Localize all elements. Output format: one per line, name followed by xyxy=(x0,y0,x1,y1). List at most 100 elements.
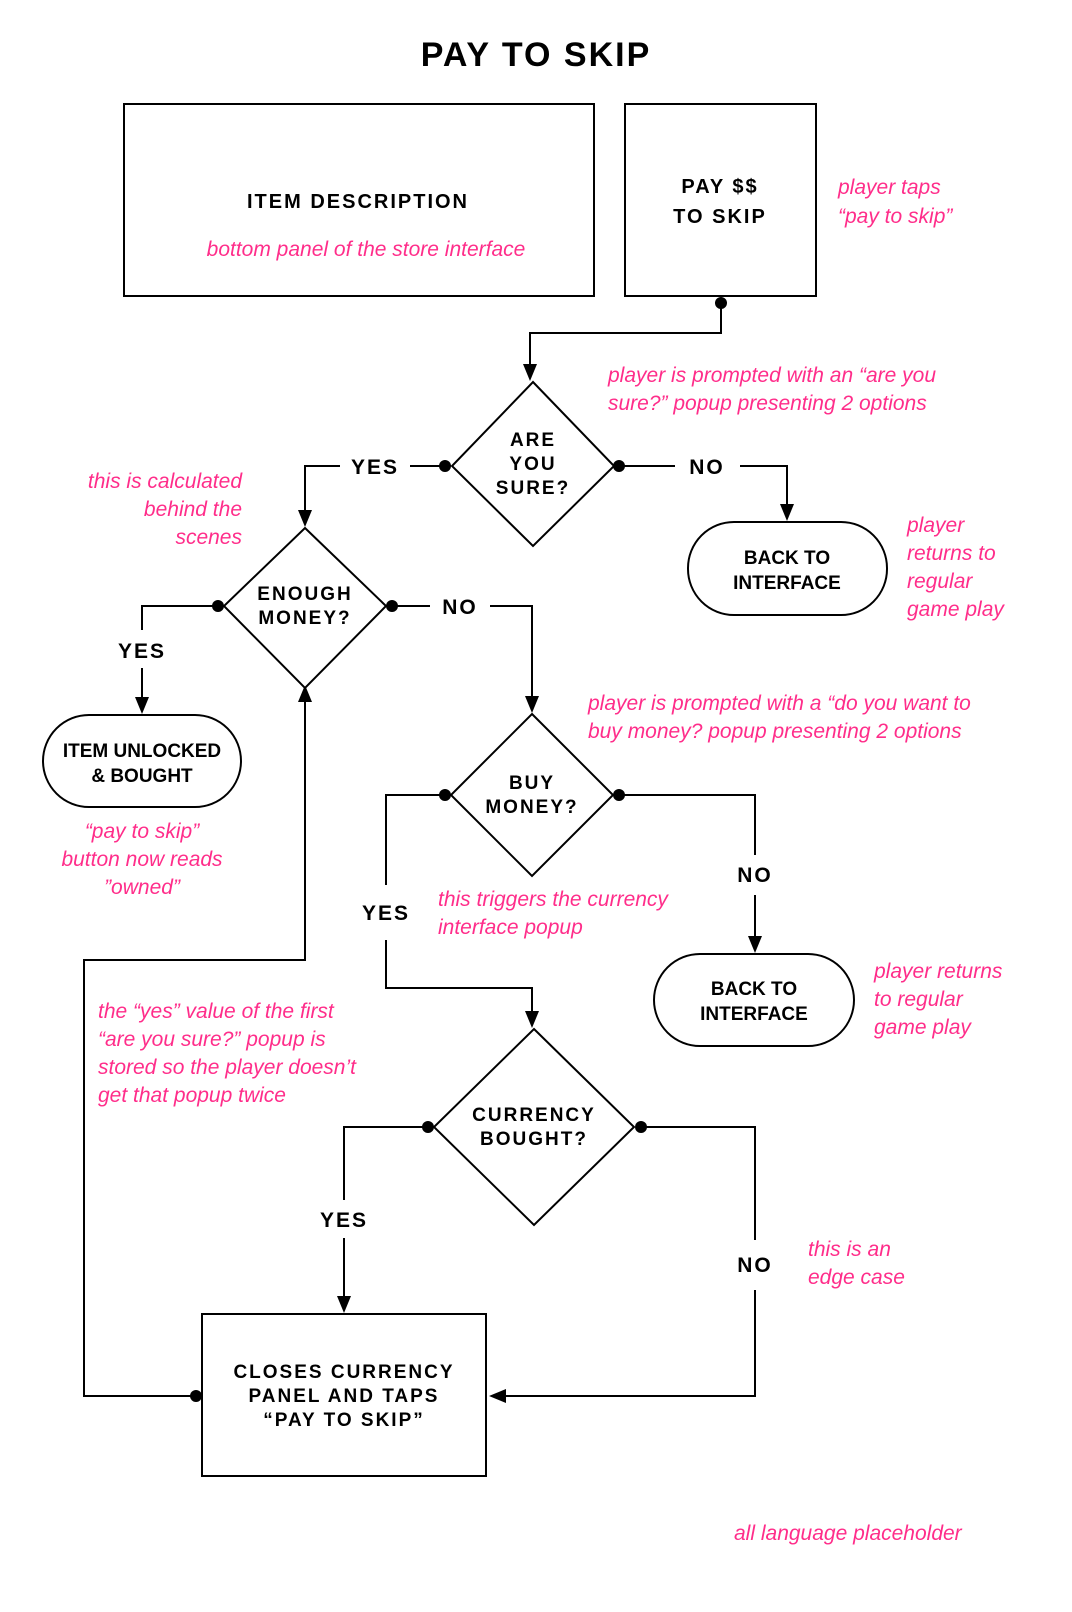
note-calculated-1: this is calculated xyxy=(88,470,243,493)
arrowhead xyxy=(780,504,794,521)
note-returns-2-line-3: game play xyxy=(874,1016,972,1039)
note-button-owned-2: button now reads xyxy=(61,848,223,871)
edge-label-buy-no: NO xyxy=(737,864,773,887)
connectors xyxy=(83,303,788,1397)
back-to-interface-1-line-2: INTERFACE xyxy=(733,573,841,594)
currency-bought-line-1: CURRENCY xyxy=(472,1105,596,1126)
arrowhead xyxy=(525,1011,539,1028)
edge-label-buy-yes: YES xyxy=(362,902,410,925)
item-description-note: bottom panel of the store interface xyxy=(207,238,526,261)
edge-label-bought-yes: YES xyxy=(320,1209,368,1232)
note-yes-stored-3: stored so the player doesn’t xyxy=(98,1056,357,1079)
are-you-sure-line-2: YOU xyxy=(509,454,556,475)
arrowhead xyxy=(523,364,537,381)
currency-bought-line-2: BOUGHT? xyxy=(480,1129,588,1150)
connector-buy-yes-a xyxy=(385,794,443,885)
are-you-sure-line-1: ARE xyxy=(510,430,556,451)
pay-to-skip-line-2: TO SKIP xyxy=(673,206,767,228)
arrowhead xyxy=(298,685,312,702)
note-returns-2-line-2: to regular xyxy=(874,988,964,1011)
arrowhead xyxy=(298,510,312,527)
connector-bought-yes-a xyxy=(343,1126,426,1200)
back-to-interface-1-line-1: BACK TO xyxy=(744,548,830,569)
note-player-taps-2: “pay to skip” xyxy=(838,205,953,228)
note-button-owned-1: “pay to skip” xyxy=(85,820,200,843)
connector-bought-no-a xyxy=(641,1126,756,1240)
connector-money-no-b xyxy=(490,605,533,700)
closes-currency-line-3: “PAY TO SKIP” xyxy=(263,1410,425,1431)
back-to-interface-2-terminal xyxy=(653,953,855,1047)
buy-money-diamond xyxy=(449,712,615,878)
connector-pay-to-sure xyxy=(529,303,722,367)
note-prompted-sure-1: player is prompted with an “are you xyxy=(607,364,936,387)
back-to-interface-2-line-1: BACK TO xyxy=(711,979,797,1000)
edge-label-money-no: NO xyxy=(442,596,478,619)
connector-buy-no-a xyxy=(621,794,756,855)
note-returns-1-line-1: player xyxy=(906,514,965,537)
connection-dot xyxy=(190,1390,202,1402)
note-placeholder: all language placeholder xyxy=(734,1522,963,1545)
connection-dot xyxy=(212,600,224,612)
arrowhead xyxy=(489,1389,506,1403)
arrowhead xyxy=(337,1296,351,1313)
connection-dot xyxy=(613,460,625,472)
buy-money-line-2: MONEY? xyxy=(485,797,578,818)
note-returns-1-line-4: game play xyxy=(907,598,1005,621)
note-triggers-2: interface popup xyxy=(438,916,583,939)
note-edge-case-2: edge case xyxy=(808,1266,905,1289)
connection-dot xyxy=(439,460,451,472)
back-to-interface-1-terminal xyxy=(687,521,888,616)
connector-bought-no-b xyxy=(502,1290,756,1397)
note-returns-1-line-2: returns to xyxy=(907,542,996,565)
edge-label-bought-no: NO xyxy=(737,1254,773,1277)
note-calculated-3: scenes xyxy=(175,526,242,549)
pay-to-skip-box xyxy=(624,103,817,297)
closes-currency-box xyxy=(201,1313,487,1477)
connection-dot xyxy=(613,789,625,801)
connector-buy-yes-b xyxy=(385,940,533,1016)
connection-dot xyxy=(422,1121,434,1133)
enough-money-line-2: MONEY? xyxy=(258,608,351,629)
item-unlocked-line-2: & BOUGHT xyxy=(91,766,193,787)
are-you-sure-line-3: SURE? xyxy=(496,478,570,499)
closes-currency-line-2: PANEL AND TAPS xyxy=(249,1386,440,1407)
enough-money-diamond xyxy=(222,526,388,690)
edge-label-sure-no: NO xyxy=(689,456,725,479)
note-prompted-sure-2: sure?” popup presenting 2 options xyxy=(608,392,927,415)
note-returns-2-line-1: player returns xyxy=(873,960,1003,983)
connector-loop-back xyxy=(83,702,306,1397)
connection-dots xyxy=(190,297,727,1402)
connection-dot xyxy=(635,1121,647,1133)
note-calculated-2: behind the xyxy=(144,498,242,521)
arrowheads xyxy=(135,364,794,1403)
note-triggers-1: this triggers the currency xyxy=(438,888,669,911)
note-edge-case-1: this is an xyxy=(808,1238,891,1261)
edge-label-money-yes: YES xyxy=(118,640,166,663)
pay-to-skip-line-1: PAY $$ xyxy=(681,176,758,198)
item-unlocked-terminal xyxy=(42,714,242,808)
connection-dot xyxy=(439,789,451,801)
enough-money-line-1: ENOUGH xyxy=(257,584,352,605)
arrowhead xyxy=(748,936,762,953)
connector-sure-yes-b xyxy=(304,465,340,514)
connection-dot xyxy=(386,600,398,612)
edge-label-sure-yes: YES xyxy=(351,456,399,479)
note-prompted-buy-2: buy money? popup presenting 2 options xyxy=(588,720,962,743)
note-yes-stored-2: “are you sure?” popup is xyxy=(98,1028,326,1051)
note-button-owned-3: ”owned” xyxy=(104,876,181,899)
buy-money-line-1: BUY xyxy=(509,773,555,794)
item-unlocked-line-1: ITEM UNLOCKED xyxy=(63,741,221,762)
connector-sure-no-b xyxy=(740,465,788,508)
note-prompted-buy-1: player is prompted with a “do you want t… xyxy=(587,692,971,715)
connector-money-yes-a xyxy=(141,605,217,630)
connection-dot xyxy=(715,297,727,309)
back-to-interface-2-line-2: INTERFACE xyxy=(700,1004,808,1025)
note-player-taps-1: player taps xyxy=(837,176,941,199)
closes-currency-line-1: CLOSES CURRENCY xyxy=(233,1362,454,1383)
item-description-label: ITEM DESCRIPTION xyxy=(247,191,469,213)
note-yes-stored-4: get that popup twice xyxy=(98,1084,286,1107)
currency-bought-diamond xyxy=(432,1027,636,1227)
item-description-box xyxy=(123,103,595,297)
note-returns-1-line-3: regular xyxy=(907,570,973,593)
